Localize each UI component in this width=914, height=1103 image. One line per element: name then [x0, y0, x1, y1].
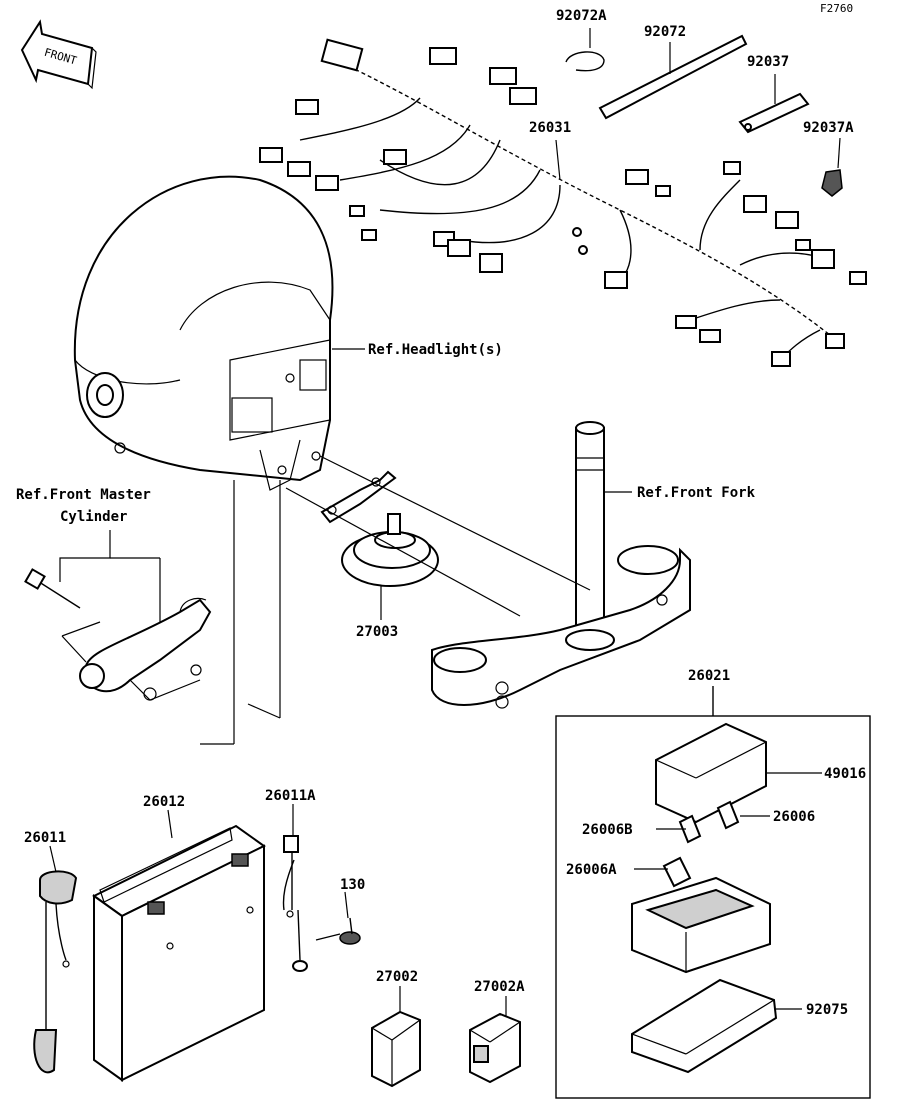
relay-27002 [371, 1010, 421, 1088]
fuse-box-case [631, 978, 778, 1074]
battery-lead-26011 [33, 870, 78, 1074]
label-49016: 49016 [824, 766, 866, 782]
label-27002: 27002 [376, 969, 418, 985]
label-92072A: 92072A [556, 8, 607, 24]
label-92075: 92075 [806, 1002, 848, 1018]
label-26011A: 26011A [265, 788, 316, 804]
fuse-box [631, 876, 771, 974]
label-27003: 27003 [356, 624, 398, 640]
label-ref-front-fork: Ref.Front Fork [637, 485, 756, 501]
label-26012: 26012 [143, 794, 185, 810]
battery [92, 824, 266, 1082]
leader-lines [49, 28, 841, 1016]
label-26006B: 26006B [582, 822, 633, 838]
clip-92037A [821, 169, 843, 197]
label-92037: 92037 [747, 54, 789, 70]
front-fork-stem [431, 421, 691, 709]
label-ref-headlight: Ref.Headlight(s) [368, 342, 503, 358]
fuse-26006 [716, 800, 740, 830]
fuse-26006A [662, 856, 692, 888]
battery-lead-26011A [282, 835, 308, 972]
label-26006: 26006 [773, 809, 815, 825]
clamp-92072A [565, 51, 605, 72]
front-arrow-icon: FRONT [20, 19, 97, 90]
label-ref-front-master-line2: Cylinder [60, 509, 127, 525]
label-ref-front-master-line1: Ref.Front Master [16, 487, 151, 503]
label-26031: 26031 [529, 120, 571, 136]
label-92072: 92072 [644, 24, 686, 40]
master-cylinder-clamp [24, 568, 212, 701]
headlight-housing [73, 175, 334, 491]
band-92072 [598, 34, 748, 120]
bolt-130 [339, 917, 361, 945]
fuse-26006B [678, 814, 702, 844]
fuse-box-cover [655, 722, 767, 824]
label-92037A: 92037A [803, 120, 854, 136]
fuse-kit-frame [555, 686, 871, 1099]
label-26021: 26021 [688, 668, 730, 684]
label-26011: 26011 [24, 830, 66, 846]
label-26006A: 26006A [566, 862, 617, 878]
relay-27002A [469, 1012, 521, 1084]
strap-92037 [738, 92, 810, 134]
label-27002A: 27002A [474, 979, 525, 995]
wiring-harness [259, 38, 867, 367]
label-130: 130 [340, 877, 365, 893]
horn [320, 470, 439, 587]
figure-code: F2760 [820, 2, 853, 15]
